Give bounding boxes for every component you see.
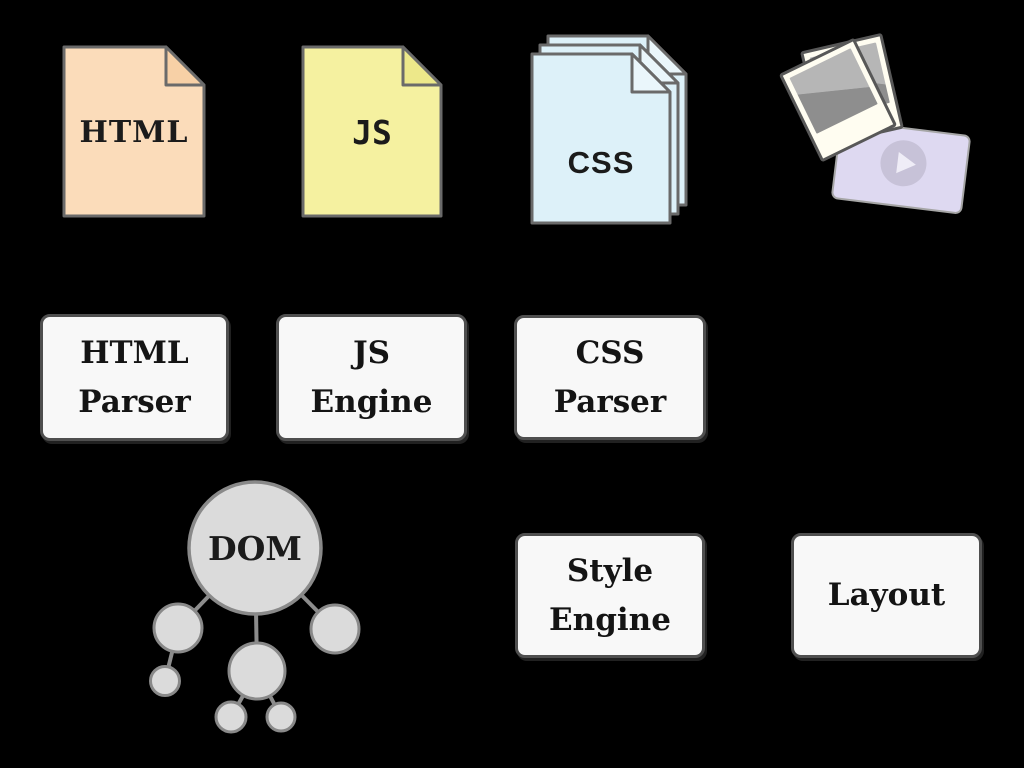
dom-child-node — [309, 603, 361, 655]
html-parser-box: HTML Parser — [40, 314, 229, 441]
play-button-icon — [877, 137, 930, 189]
dom-grandchild-node — [265, 701, 297, 733]
dom-grandchild-node — [149, 665, 181, 697]
html-file-icon: HTML — [62, 45, 206, 218]
html-parser-label: HTML Parser — [78, 335, 191, 420]
html-file-page — [62, 45, 206, 218]
dom-tree-icon: DOM — [149, 480, 361, 734]
js-file-icon: JS — [301, 45, 443, 218]
css-file-label: CSS — [568, 145, 635, 180]
js-engine-label: JS Engine — [310, 335, 433, 420]
css-parser-box: CSS Parser — [514, 315, 706, 440]
js-engine-box: JS Engine — [276, 314, 467, 441]
dom-grandchild-node — [214, 700, 248, 734]
js-file-fold-corner — [401, 45, 443, 87]
dom-child-node — [152, 602, 204, 654]
style-engine-label: Style Engine — [549, 553, 671, 638]
dom-root-label: DOM — [208, 529, 302, 568]
css-parser-label: CSS Parser — [553, 335, 667, 420]
dom-root-node — [187, 480, 323, 616]
css-file-stack-icon: CSS — [530, 34, 688, 225]
js-file-page — [301, 45, 443, 218]
html-file-fold-corner — [164, 45, 206, 87]
layout-box: Layout — [791, 533, 982, 658]
play-triangle-icon — [896, 152, 918, 176]
dom-child-node — [227, 641, 287, 701]
css-file-sheet-front: CSS — [530, 52, 672, 225]
js-file-label: JS — [352, 113, 392, 152]
style-engine-box: Style Engine — [515, 533, 705, 658]
html-file-label: HTML — [80, 115, 189, 150]
layout-label: Layout — [827, 577, 946, 614]
